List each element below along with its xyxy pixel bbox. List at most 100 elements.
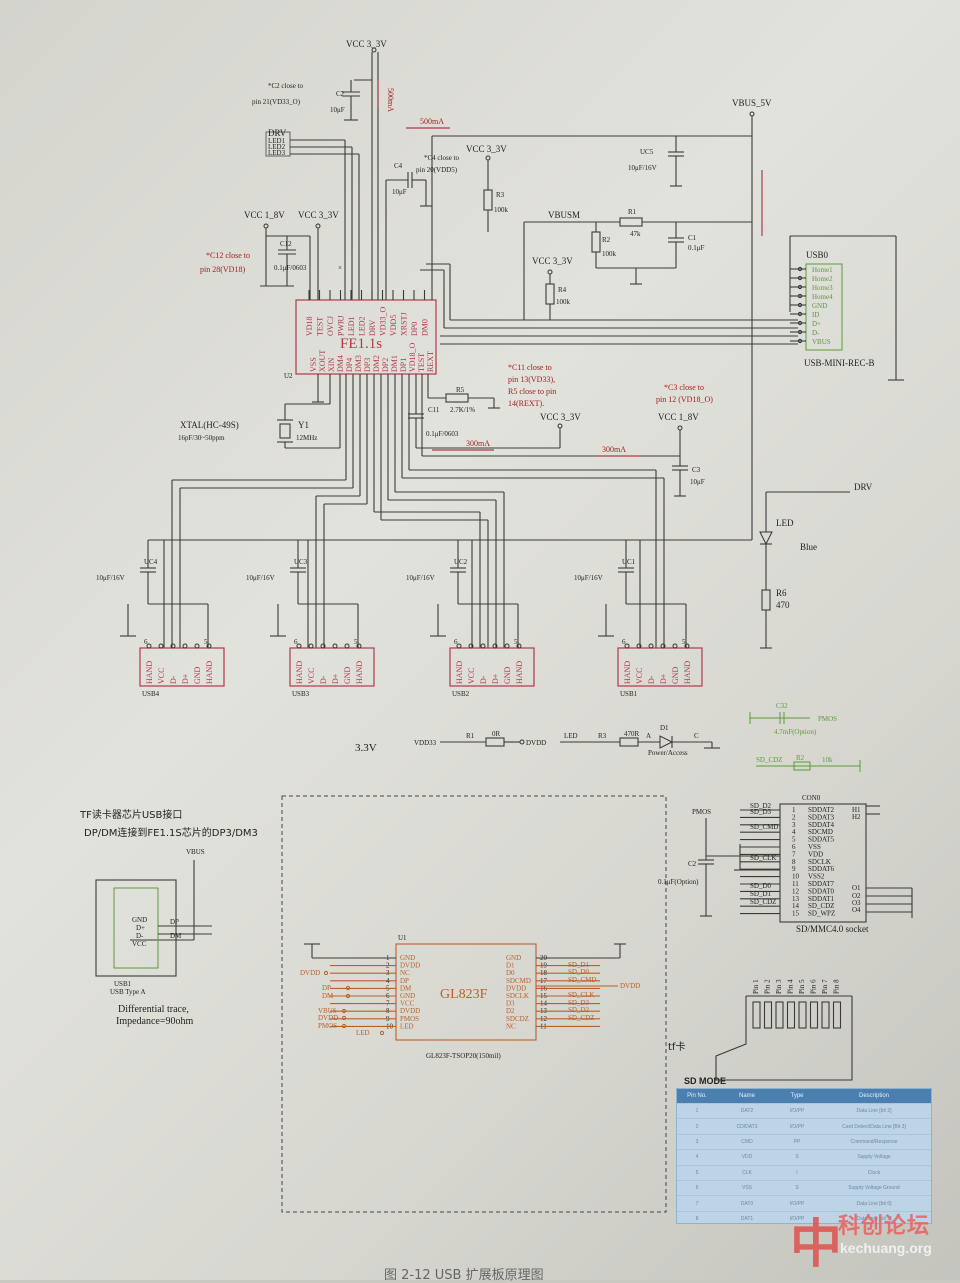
vbus-5v-rail: VBUS_5V [431,98,772,540]
port-pin-num: 5 [682,638,686,646]
current-500ma-v: 500mA [386,88,395,112]
port-cap: UC1 [622,558,636,566]
sd-net: SD_D3 [750,808,772,816]
port-pin: GND [503,666,512,684]
sd-pin: SDDAT5 [808,836,835,844]
svg-text:USB0: USB0 [806,250,829,260]
sd-net: SD_D0 [750,882,772,890]
r4-resistor: VCC 3_3V R4 100k [532,256,573,320]
svg-text:*C4 close to: *C4 close to [424,154,459,162]
chip-bot-pin: DM2 [372,355,381,372]
svg-text:USB Type A: USB Type A [110,988,146,996]
gl-right-net: SD_D3 [568,999,590,1007]
port-pin: D- [479,675,488,684]
port-pin: HAND [683,661,692,684]
port-pin: D+ [491,673,500,684]
gl-right-net: SD_CDZ [568,1014,594,1022]
svg-text:pin 13(VD33),: pin 13(VD33), [508,375,555,384]
usb0-pin: Home1 [812,266,833,274]
gl-right-pin: SDCDZ [506,1015,529,1023]
usb0-pin: GND [812,302,827,310]
svg-text:D1: D1 [660,724,669,732]
sd-pin-num: 12 [792,887,800,895]
gl-left-net: VBUS [318,1007,337,1015]
chip-top-pin: VD33_O [379,306,388,336]
svg-text:R1: R1 [628,208,637,216]
sd-pin: SDCLK [808,858,831,866]
port-pin: GND [671,666,680,684]
port-pin-num: 5 [204,638,208,646]
chip-bot-pin: XIN [327,358,336,372]
usb0-pin: ID [812,311,819,319]
svg-text:VBUS_5V: VBUS_5V [732,98,772,108]
svg-text:300mA: 300mA [602,445,626,454]
sd-pin-num: 7 [792,850,796,858]
svg-text:pin 12 (VD18_O): pin 12 (VD18_O) [656,395,713,404]
tf-pin: Pin 7 [821,979,829,994]
sd-net: SD_CMD [750,823,778,831]
sd-right-pin: H2 [852,813,861,821]
svg-text:LED: LED [776,518,794,528]
svg-text:R1: R1 [466,732,475,740]
gl-right-pin: NC [506,1022,516,1030]
sd-pin-num: 3 [792,821,796,829]
gl-right-net: SD_CLK [568,991,594,999]
port-pin: HAND [455,661,464,684]
tf-pin: Pin 3 [775,979,783,994]
svg-text:PMOS: PMOS [692,808,711,816]
sd-pin: SDDAT0 [808,887,835,895]
svg-text:pin 28(VD18): pin 28(VD18) [200,265,245,274]
blue-led: DRV LED Blue R6 470 [759,482,873,649]
svg-text:VCC 3_3V: VCC 3_3V [532,256,573,266]
sd-pin: SDDAT2 [808,806,835,814]
downstream-bus [148,374,752,648]
svg-text:VCC 3_3V: VCC 3_3V [540,412,581,422]
drv-led-bus: DRV LED1 LED2 LED3 [265,128,360,300]
vbusm-net: VBUSM R1 47k R2 100k C1 0.1μF [523,208,752,320]
tf-label: tf卡 [668,1040,685,1053]
svg-text:300mA: 300mA [466,439,490,448]
chip-top-pin: VDD5 [389,315,398,336]
gl-left-pin: LED [400,1022,414,1030]
r5-c11: R5 2.7K/1% C11 0.1μF/0603 VCC 3_3V *C11 … [408,363,581,451]
port-pin: D+ [659,673,668,684]
chip-ref: U2 [284,372,293,380]
gl-left-net: DM [322,992,334,1000]
uc5-cap: UC5 10μF/16V [628,136,684,187]
chip-stubs [309,270,433,300]
gl-left-pin: NC [400,969,410,977]
port-pin: D- [647,675,656,684]
port-pin: VCC [635,668,644,684]
svg-text:Power/Access: Power/Access [648,749,688,757]
sd-net: SD_CDZ [750,898,776,906]
watermark-logo: 中 [790,1215,843,1275]
tf-pin: Pin 5 [798,979,806,994]
tf-pin: Pin 6 [810,979,818,994]
port-pin: D+ [331,673,340,684]
crystal-y1: XTAL(HC-49S) 16pF/30~50ppm Y1 12MHz [178,374,341,449]
r3-resistor: VCC 3_3V R3 100k [466,144,509,232]
chip-bot-pin: VSS [309,357,318,372]
tf-usb-title: TF读卡器芯片USB接口 [79,808,182,821]
port-cap-value: 10μF/16V [406,574,435,582]
sd-pin: VDD [808,850,823,858]
port-cap-value: 10μF/16V [574,574,603,582]
tf-pin: Pin 2 [764,979,772,994]
svg-text:0.1μF/0603: 0.1μF/0603 [274,264,307,272]
port-pin: HAND [515,661,524,684]
port-pin-num: 5 [514,638,518,646]
port-name: USB4 [142,690,160,698]
sd-pin: VSS [808,843,821,851]
vcc18-c12: VCC 1_8V VCC 3_3V C12 0.1μF/0603 *C12 cl… [200,210,342,300]
gl-left-net: DP [322,984,331,992]
svg-text:SD_CDZ: SD_CDZ [756,756,782,764]
svg-text:SD/MMC4.0 socket: SD/MMC4.0 socket [796,924,869,934]
sd-pin-num: 1 [792,806,796,814]
